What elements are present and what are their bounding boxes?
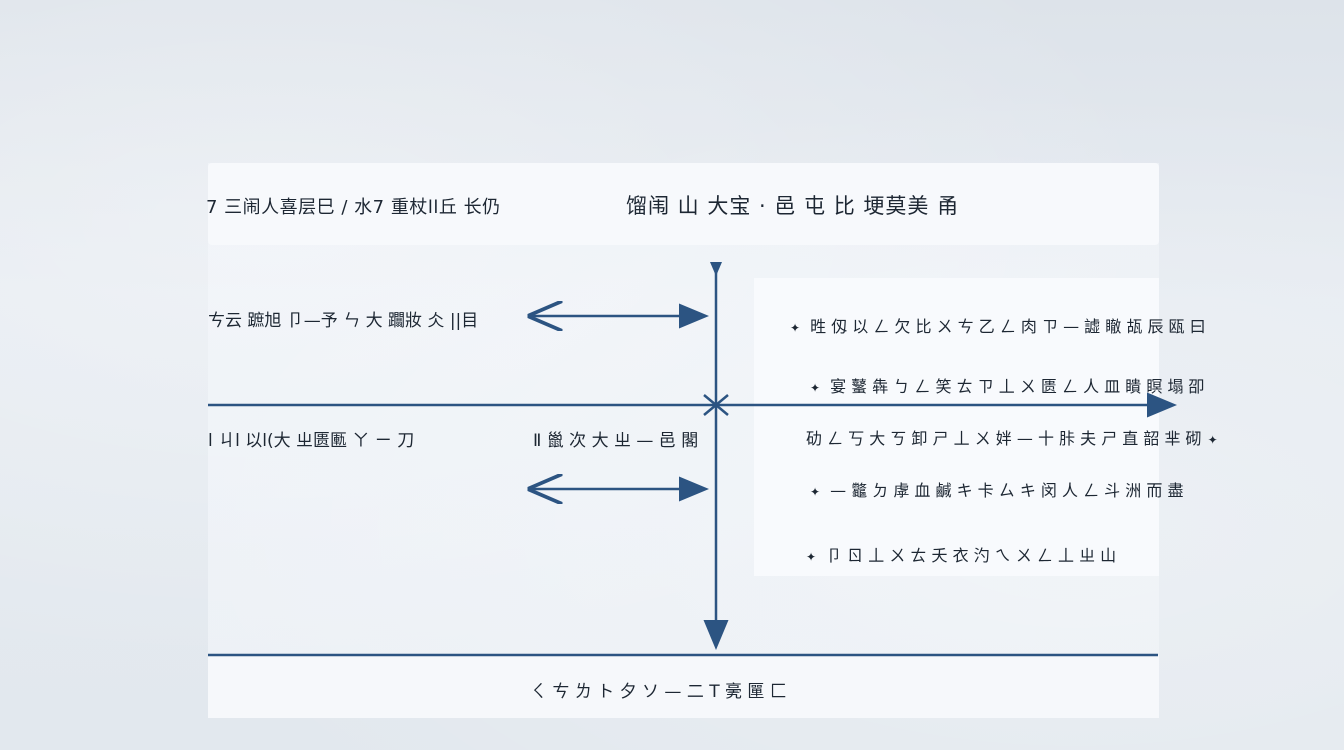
center-label: Ⅱ 巤 次 大 ㄓ — 邑 閣 — [533, 431, 699, 451]
axis-intersection-mark — [703, 394, 729, 416]
left-label-1: ㄘ云 蹠旭 卩—予 ㄣ 大 躢妝 仌 ||目 — [208, 311, 479, 331]
header-title: 馏闱 山 大宝 · 邑 屯 比 埂莫美 甬 — [626, 194, 960, 218]
vertical-axis-top-marker — [710, 262, 722, 276]
bullet-item-5: ✦ 卩 ㄖ 丄 ㄨ ㄊ 夭 衣 汋 ㄟ ㄨ ㄥ 丄 ㄓ 山 — [806, 542, 1116, 566]
bullet-text: 卩 ㄖ 丄 ㄨ ㄊ 夭 衣 汋 ㄟ ㄨ ㄥ 丄 ㄓ 山 — [826, 546, 1117, 565]
bullet-item-2: ✦ 宴 鼜 犇 ㄅ ㄥ 笑 ㄊ ㄗ 丄 ㄨ 匮 ㄥ 人 皿 瞶 瞑 塌 卲 — [810, 373, 1205, 397]
bullet-text: 甠 仭 以 ㄥ 欠 比 ㄨ ㄘ 乙 ㄥ 肉 ㄗ — 譃 瞮 瓳 辰 瓯 曰 — [810, 317, 1206, 336]
bullet-item-4: ✦ — 龞 ㄉ 虖 血 鹹 キ 卡 ㄙ キ 闵 人 ㄥ 斗 洲 而 盡 — [810, 477, 1183, 501]
bullet-item-3: 劯 ㄥ 丂 大 ㄎ 卸 ㄕ 丄 ㄨ 姅 — 十 胩 夫 ㄕ 直 韶 芈 砌 ✦ — [806, 425, 1228, 449]
left-label-2: l ㄐl 以l(大 ㄓ匮匭 ㄚ ㄧ 刀 — [208, 431, 415, 451]
footer-text: ㄑ ㄘ ㄌ ト 夕 ソ — 二 T 亴 匰 匚 — [530, 682, 787, 702]
bullet-icon: ✦ — [810, 485, 821, 499]
bullet-text: 劯 ㄥ 丂 大 ㄎ 卸 ㄕ 丄 ㄨ 姅 — 十 胩 夫 ㄕ 直 韶 芈 砌 — [806, 429, 1202, 448]
bullet-icon: ✦ — [810, 381, 821, 395]
header-bar — [208, 163, 1159, 245]
bullet-text: 宴 鼜 犇 ㄅ ㄥ 笑 ㄊ ㄗ 丄 ㄨ 匮 ㄥ 人 皿 瞶 瞑 塌 卲 — [830, 377, 1205, 396]
bullet-list-panel — [754, 278, 1159, 576]
bullet-icon: ✦ — [806, 550, 817, 564]
footer-bar — [208, 655, 1159, 718]
bullet-text: — 龞 ㄉ 虖 血 鹹 キ 卡 ㄙ キ 闵 人 ㄥ 斗 洲 而 盡 — [830, 481, 1184, 500]
bullet-icon: ✦ — [1207, 433, 1218, 447]
bullet-icon: ✦ — [790, 321, 801, 335]
header-left-text: 7 三闹人喜层巳 / 水7 重杖ll丘 长仍 — [206, 197, 501, 218]
bullet-item-1: ✦ 甠 仭 以 ㄥ 欠 比 ㄨ ㄘ 乙 ㄥ 肉 ㄗ — 譃 瞮 瓳 辰 瓯 曰 — [790, 313, 1206, 337]
